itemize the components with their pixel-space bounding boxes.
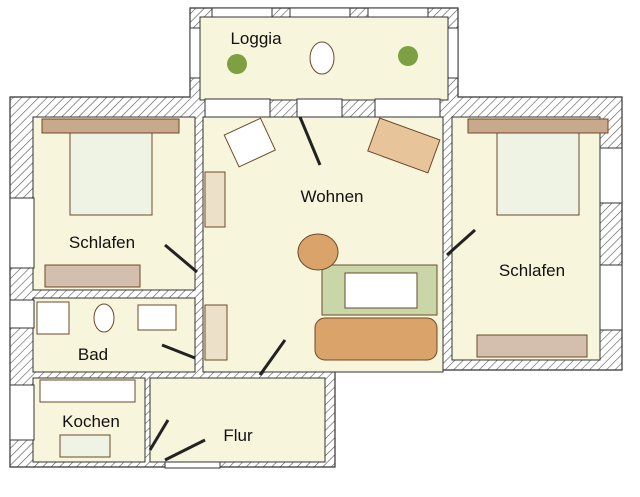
window: [599, 264, 623, 331]
window: [599, 147, 623, 204]
sofa: [314, 317, 438, 361]
kitchen-table: [59, 434, 111, 458]
dresser-left: [44, 264, 141, 288]
desk: [223, 117, 276, 168]
room-label-schlafen-right: Schlafen: [498, 261, 566, 280]
room-label-wohnen: Wohnen: [300, 187, 364, 206]
door: [164, 438, 206, 462]
window: [289, 7, 351, 18]
loggia-table: [309, 41, 335, 75]
door: [148, 419, 170, 451]
door: [161, 343, 196, 360]
shelf: [204, 304, 228, 361]
door: [298, 116, 322, 166]
headboard-right: [467, 118, 609, 134]
window: [189, 27, 201, 79]
window: [296, 98, 343, 118]
sink: [137, 304, 177, 331]
window: [374, 98, 441, 118]
tv-cabinet: [367, 117, 441, 174]
armchair: [297, 233, 339, 271]
door: [258, 339, 287, 376]
kitchen-counter: [39, 379, 136, 403]
bed-left: [69, 129, 153, 216]
window: [211, 7, 273, 18]
plant-icon: [398, 46, 418, 66]
door: [164, 243, 198, 274]
window: [204, 98, 271, 118]
bed-right: [496, 129, 580, 216]
room-label-schlafen-left: Schlafen: [68, 233, 136, 252]
window: [9, 384, 35, 441]
door: [446, 228, 476, 257]
toilet: [93, 303, 115, 333]
headboard-left: [41, 118, 180, 134]
window: [367, 7, 429, 18]
rug-inner: [344, 272, 418, 309]
window: [9, 299, 35, 329]
dresser-right: [476, 334, 588, 358]
window: [164, 461, 221, 469]
window: [9, 197, 35, 269]
room-label-kochen: Kochen: [62, 412, 120, 431]
room-label-flur: Flur: [223, 426, 253, 445]
sideboard: [204, 171, 226, 228]
room-label-bad: Bad: [77, 345, 109, 364]
room-label-loggia: Loggia: [230, 29, 282, 48]
window: [447, 27, 459, 79]
plant-icon: [227, 54, 247, 74]
room-flur: [149, 377, 326, 463]
shower: [36, 301, 70, 335]
